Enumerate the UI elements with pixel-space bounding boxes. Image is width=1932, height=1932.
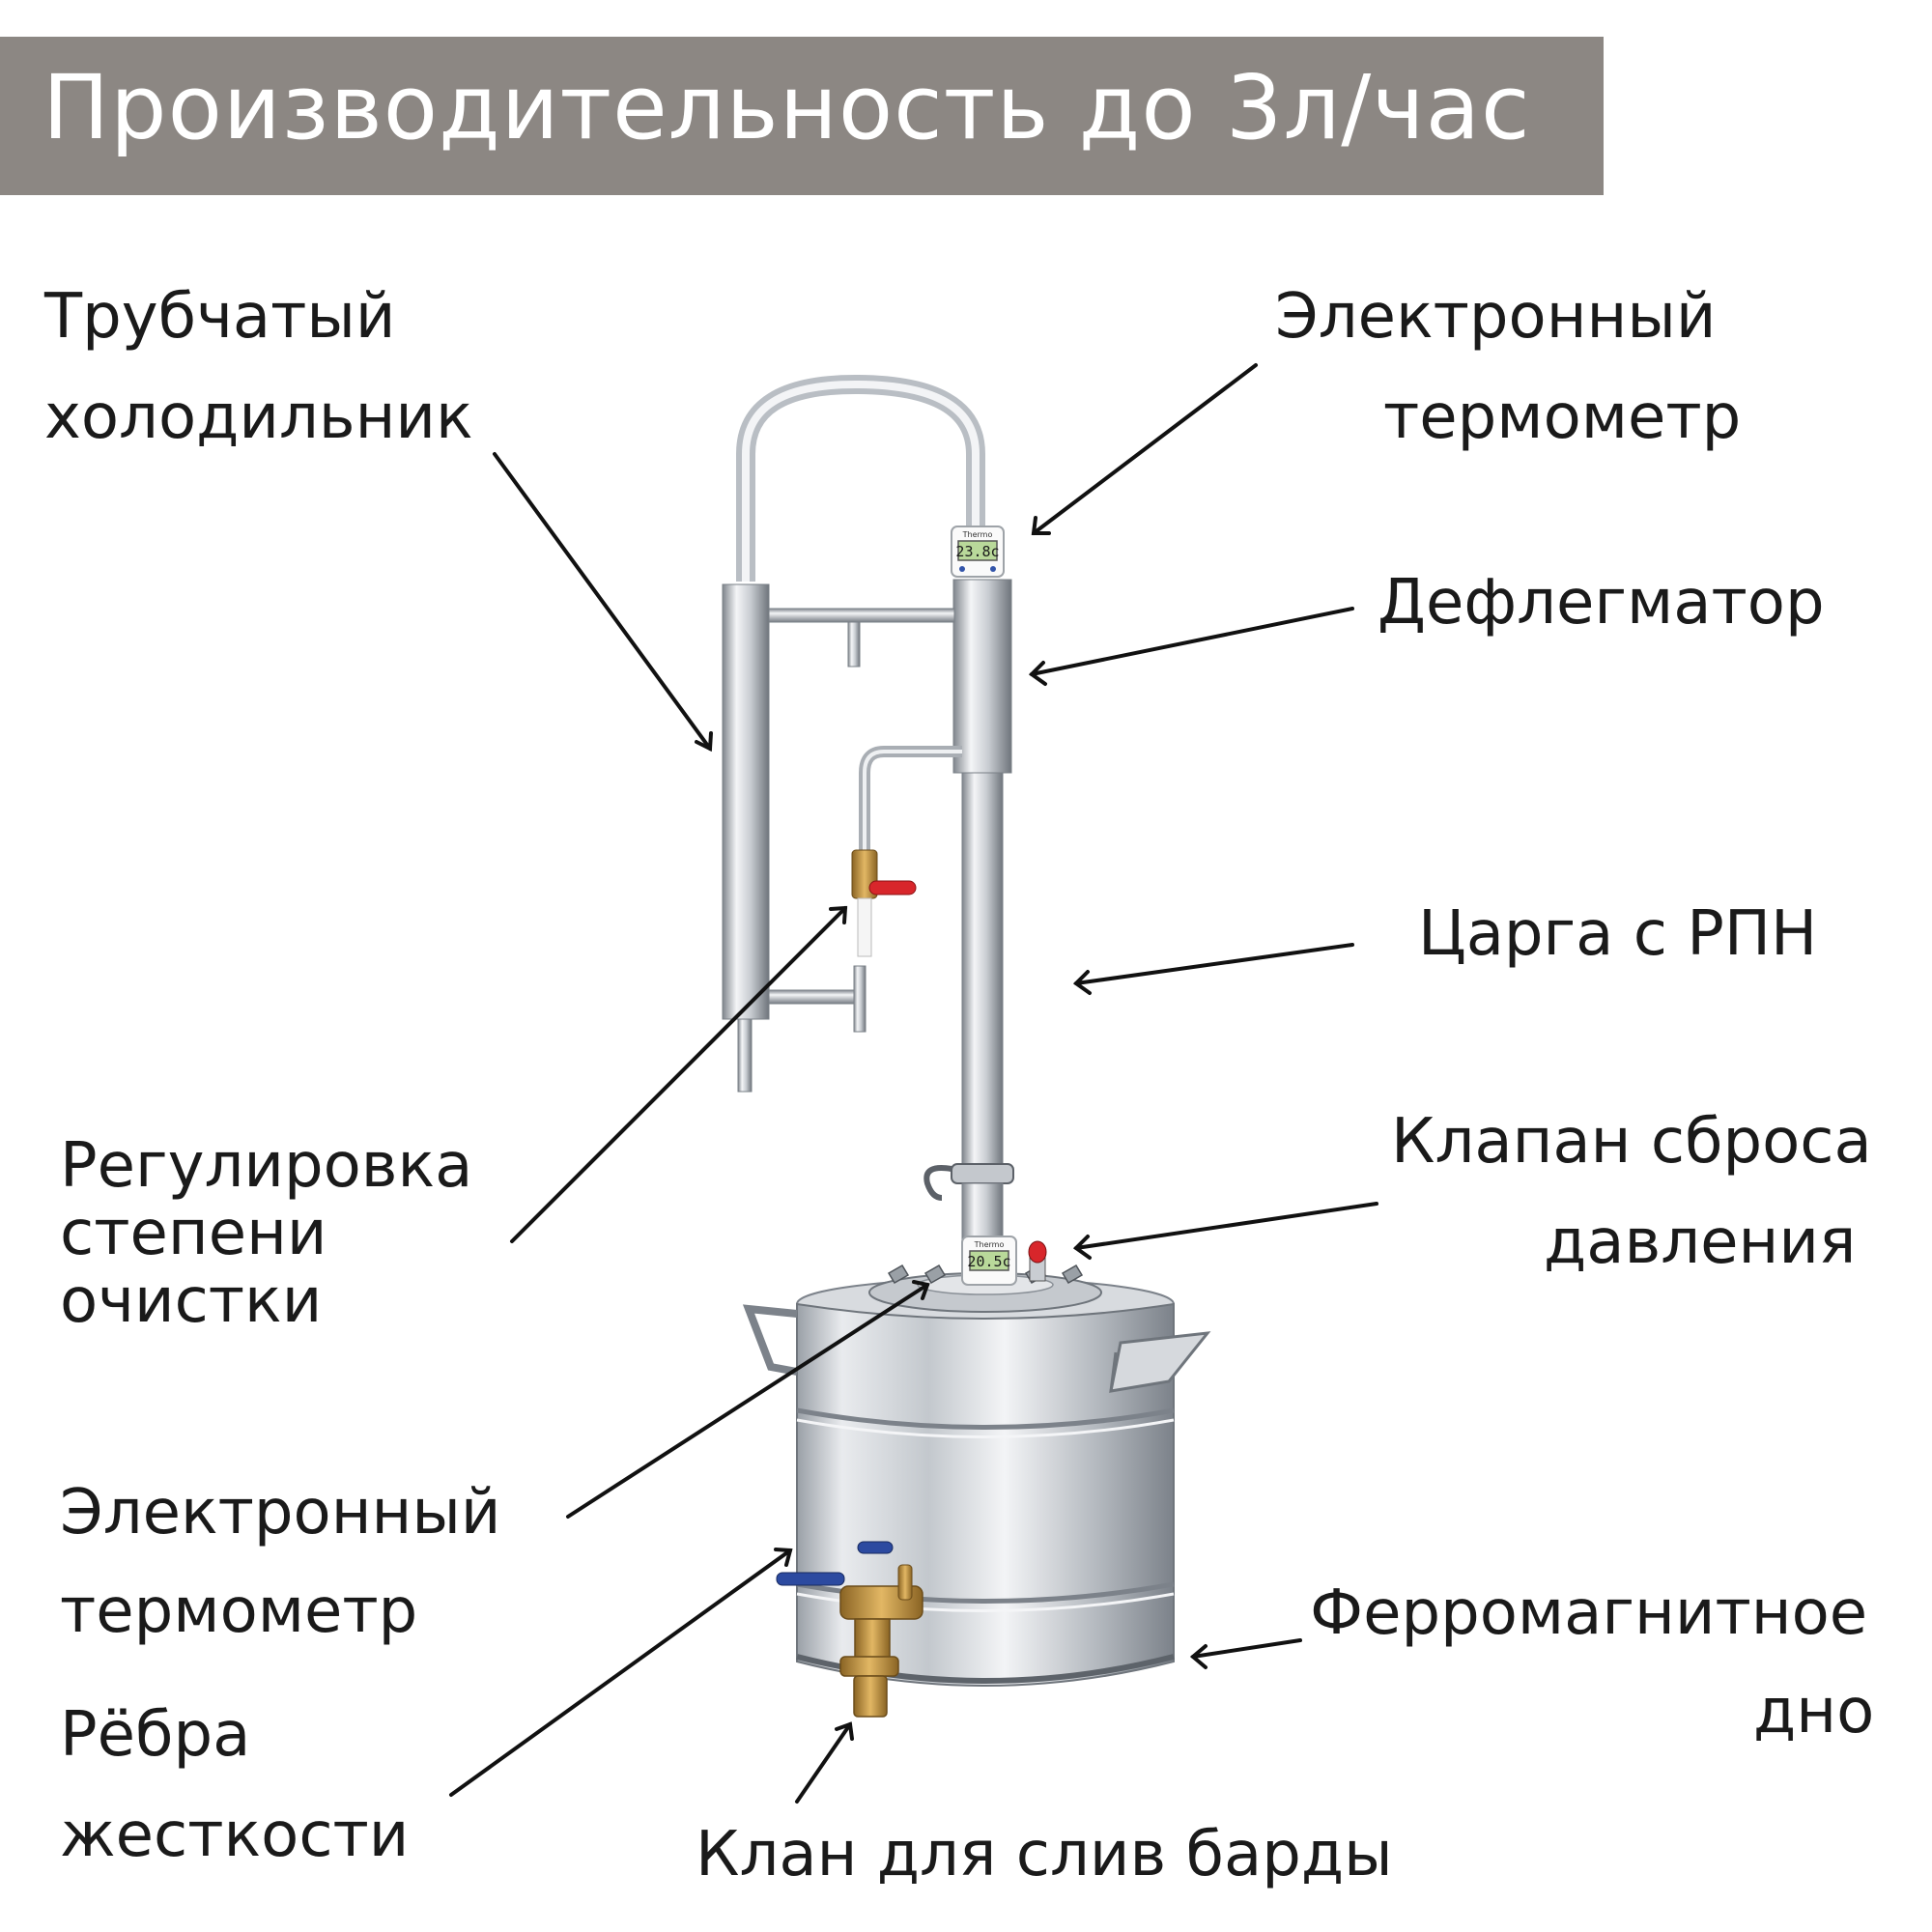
label-purity-control-line1: Регулировка: [60, 1130, 473, 1202]
label-purity-control-line3: очистки: [60, 1265, 323, 1337]
thermometer-bottom-device: Thermo 20.5c: [961, 1236, 1017, 1286]
label-relief-valve-line2: давления: [1544, 1207, 1857, 1278]
label-drain-valve: Клан для слив барды: [696, 1819, 1393, 1890]
label-ferromagnetic-bottom-line1: Ферромагнитное: [1310, 1577, 1868, 1649]
label-tube-condenser-line1: Трубчатый: [44, 281, 396, 353]
label-dephlegmator: Дефлегматор: [1378, 567, 1825, 639]
handle-right: [1109, 1331, 1211, 1393]
column-tube: [961, 772, 1004, 1170]
arrow-thermometer-top: [1032, 363, 1258, 535]
arrow-purity-control: [510, 906, 847, 1243]
thermo-bottom-reading: 20.5c: [967, 1253, 1010, 1270]
arrow-drain-valve: [795, 1722, 852, 1804]
arrow-tube-condenser: [493, 452, 712, 751]
arrow-stiffening-ribs: [449, 1548, 792, 1797]
label-thermometer-bottom-line2: термометр: [60, 1576, 418, 1647]
label-column: Царга с РПН: [1418, 898, 1818, 970]
thermometer-top-device: Thermo 23.8c: [951, 526, 1005, 578]
label-stiffening-ribs-line2: жесткости: [60, 1800, 410, 1871]
page-title: Производительность до 3л/час: [43, 56, 1531, 159]
tube-condenser-body: [722, 583, 770, 1020]
label-thermometer-bottom-line1: Электронный: [60, 1477, 501, 1548]
thermo-top-reading: 23.8c: [955, 543, 999, 560]
stiffening-rib-upper: [796, 1407, 1175, 1430]
thermo-bottom-brand: Thermo: [974, 1240, 1005, 1249]
label-purity-control-line2: степени: [60, 1198, 327, 1269]
handle-left: [742, 1304, 798, 1376]
thermo-top-brand: Thermo: [962, 530, 993, 539]
arrow-thermometer-bottom: [566, 1283, 929, 1519]
arrow-dephlegmator: [1030, 607, 1354, 676]
arrow-column: [1074, 943, 1354, 985]
callout-arrows: [449, 363, 1378, 1804]
condenser-arc: [736, 374, 985, 582]
relief-valve-device: [1028, 1240, 1047, 1282]
label-stiffening-ribs-line1: Рёбра: [60, 1699, 251, 1771]
arrow-relief-valve: [1074, 1202, 1378, 1250]
label-thermometer-top-line2: термометр: [1383, 382, 1742, 453]
label-tube-condenser-line2: холодильник: [44, 382, 473, 453]
drain-valve-device: [776, 1541, 923, 1718]
column-clamp: [951, 1163, 1014, 1184]
label-relief-valve-line1: Клапан сброса: [1391, 1106, 1872, 1178]
label-thermometer-top-line1: Электронный: [1275, 281, 1717, 353]
title-banner: Производительность до 3л/час: [0, 37, 1604, 195]
purity-control-pipe: [859, 746, 962, 927]
dephlegmator-body: [952, 579, 1012, 774]
arrow-ferromagnetic-bottom: [1191, 1638, 1302, 1659]
label-ferromagnetic-bottom-line2: дно: [1753, 1676, 1875, 1747]
